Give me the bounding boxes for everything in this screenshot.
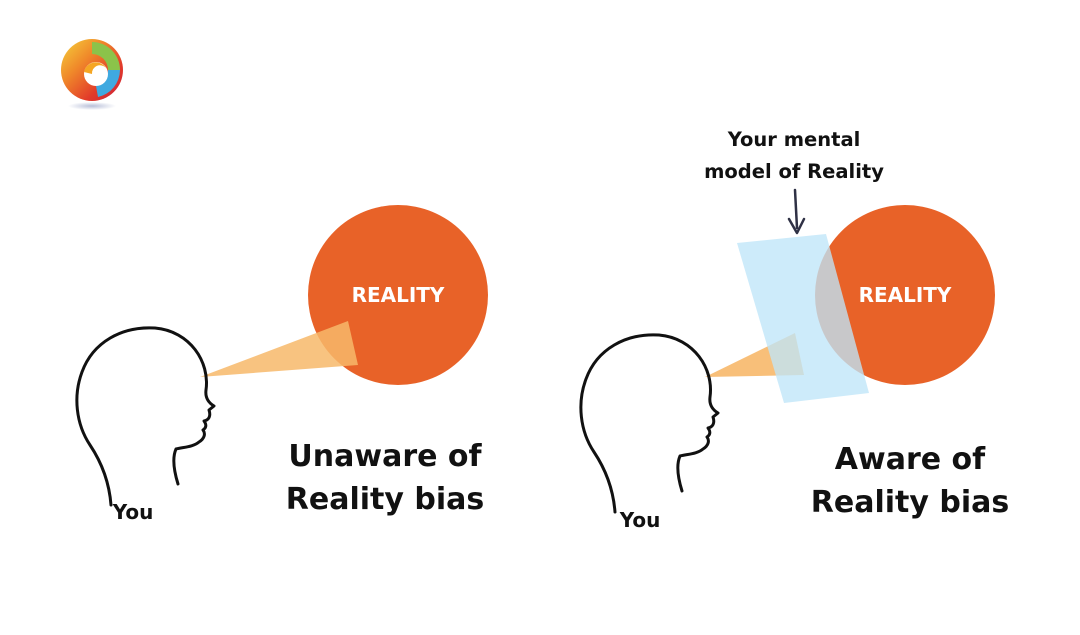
panel-unaware [75,205,488,507]
caption-line: Aware of [834,442,986,477]
caption-line: Reality bias [285,482,485,517]
mental-model-filter [737,234,869,403]
annotation-line: model of Reality [704,160,884,183]
caption: Unaware of Reality bias [265,435,505,521]
reality-label: REALITY [858,283,952,307]
you-label: You [619,508,661,532]
annotation-line: Your mental [727,128,861,151]
arrow-down-icon [787,188,806,235]
swirl-logo-icon [61,39,123,110]
reality-circle [815,205,995,385]
mental-model-annotation: Your mental model of Reality [683,124,905,188]
panel-aware [579,188,995,514]
head-outline-icon [579,333,720,514]
caption-line: Reality bias [810,485,1010,520]
caption-line: Unaware of [288,439,482,474]
reality-label: REALITY [351,283,445,307]
view-cone [200,321,358,377]
caption: Aware of Reality bias [790,438,1030,524]
you-label: You [112,500,154,524]
reality-circle [308,205,488,385]
head-outline-icon [75,326,216,507]
